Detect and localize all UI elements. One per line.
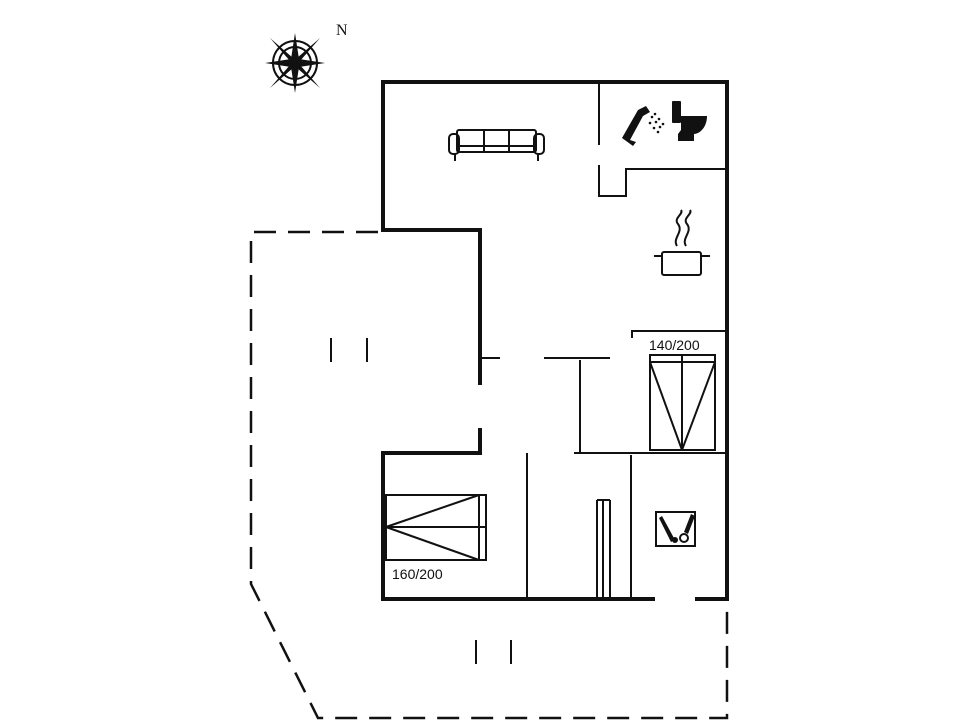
bed-size-label-large: 160/200 <box>392 566 443 582</box>
sofa-icon <box>448 129 545 161</box>
cooking-pot-icon <box>654 209 710 276</box>
north-label: N <box>336 22 348 39</box>
terrace-outline <box>249 230 729 720</box>
interior-walls <box>482 84 725 597</box>
washing-machine-icon <box>655 511 696 547</box>
exterior-walls <box>381 80 729 601</box>
terrace-markers <box>330 338 512 664</box>
toilet-icon <box>672 101 707 141</box>
bed-double-large <box>385 494 487 561</box>
bed-double-small <box>649 354 716 451</box>
compass-rose-icon <box>265 33 325 93</box>
bed-size-label-small: 140/200 <box>649 337 700 353</box>
shower-icon <box>622 106 665 146</box>
